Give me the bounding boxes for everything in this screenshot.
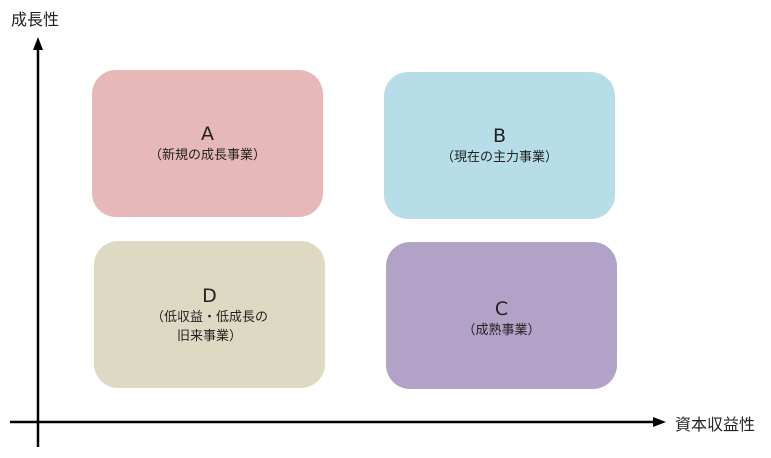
- y-axis-arrow-icon: [33, 37, 43, 50]
- quadrant-description: （低収益・低成長の 旧来事業）: [150, 309, 268, 344]
- quadrant-letter: B: [492, 125, 507, 147]
- quadrant-c: C （成熟事業）: [386, 242, 617, 389]
- x-axis-label: 資本収益性: [675, 415, 756, 434]
- quadrant-letter: C: [494, 298, 509, 320]
- quadrant-description: （新規の成長事業）: [148, 148, 266, 163]
- quadrant-letter: D: [202, 284, 217, 307]
- quadrant-a: A （新規の成長事業）: [92, 70, 323, 217]
- quadrant-d: D （低収益・低成長の 旧来事業）: [94, 241, 325, 388]
- quadrant-description: （現在の主力事業）: [440, 150, 558, 165]
- quadrant-description: （成熟事業）: [462, 323, 541, 338]
- y-axis-label: 成長性: [11, 10, 60, 29]
- x-axis-arrow-icon: [653, 417, 666, 427]
- quadrant-letter: A: [201, 123, 214, 145]
- quadrant-b: B （現在の主力事業）: [384, 72, 615, 219]
